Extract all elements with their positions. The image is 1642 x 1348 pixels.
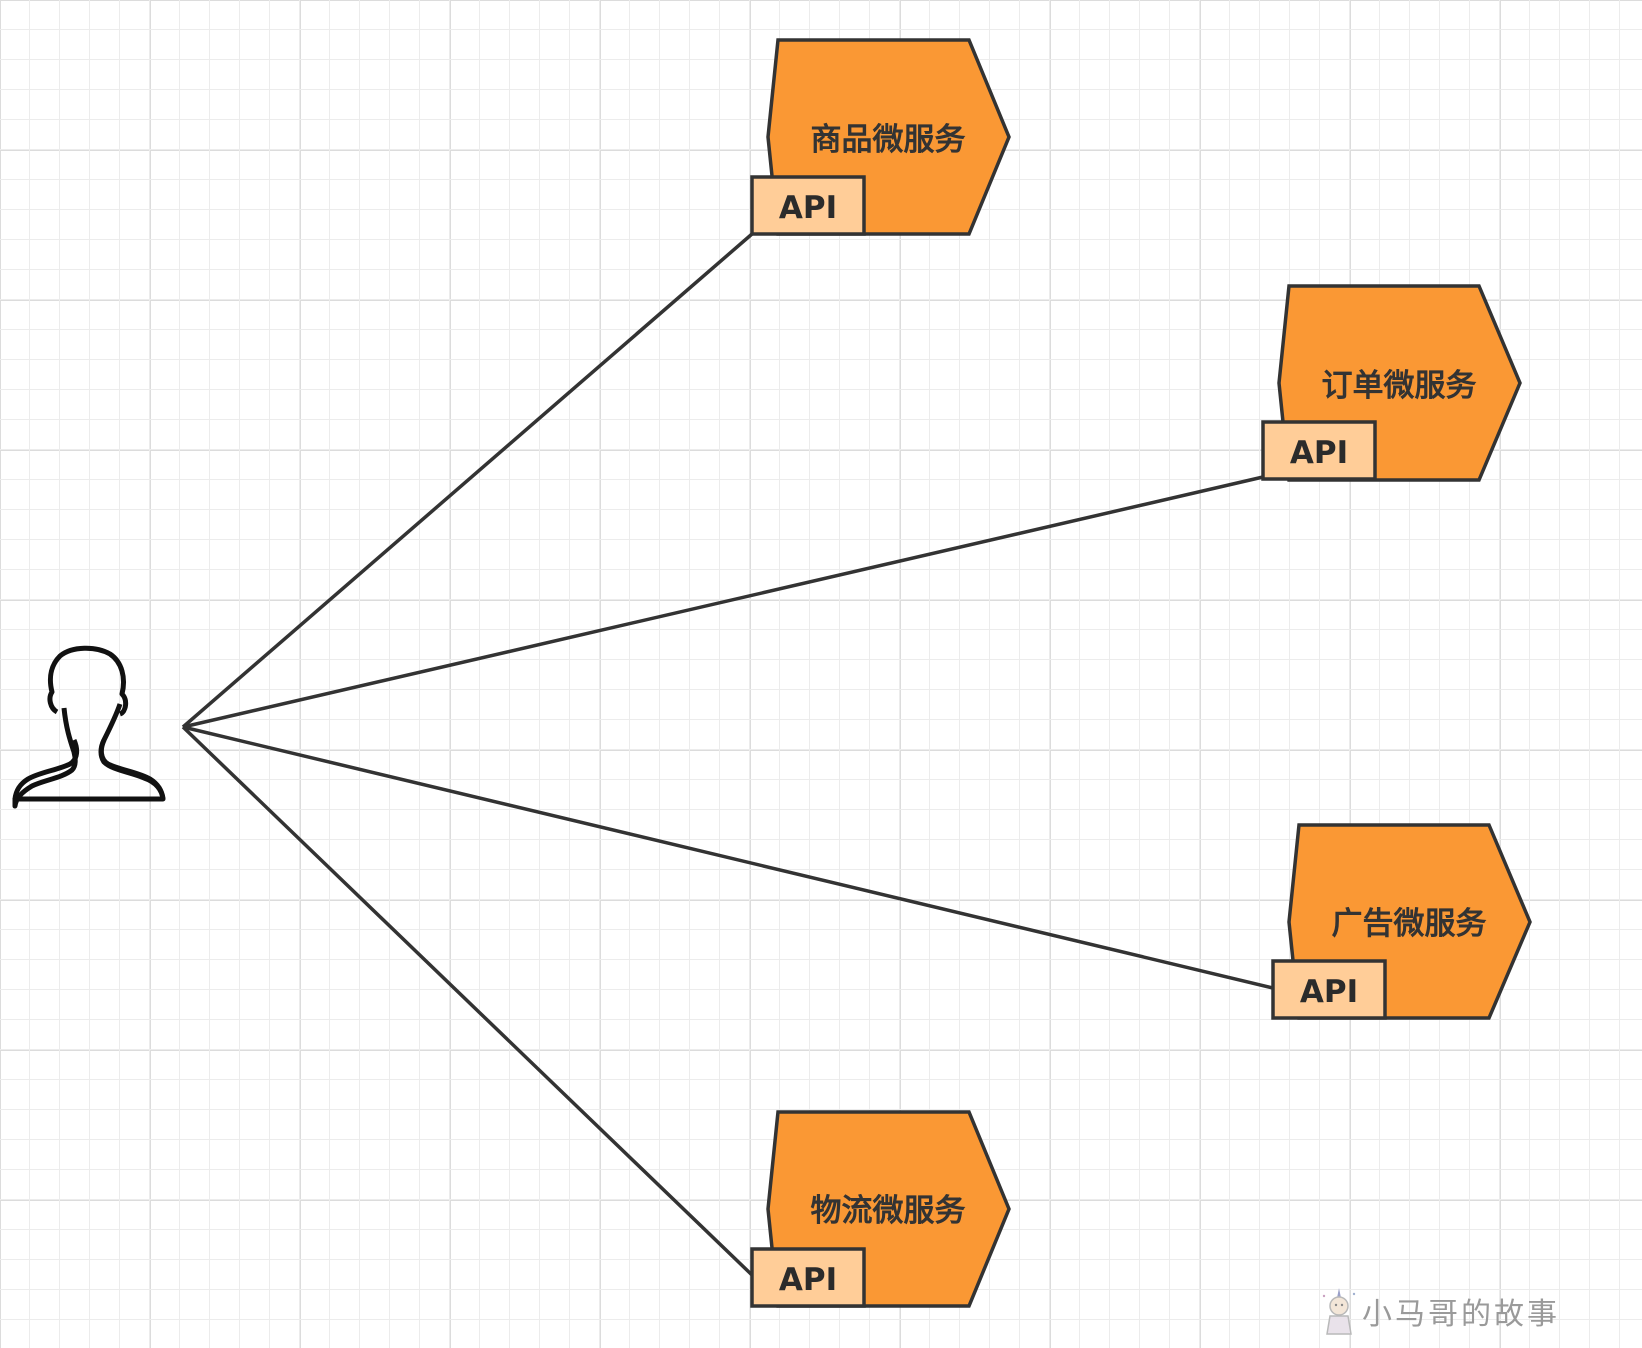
connector-product [181, 232, 754, 729]
mascot-icon [1322, 1288, 1356, 1335]
api-box[interactable] [1271, 959, 1387, 1020]
api-label: API [1300, 974, 1358, 1010]
service-label: 商品微服务 [811, 122, 966, 158]
service-label: 广告微服务 [1332, 906, 1487, 942]
service-ads[interactable]: 广告微服务 API [1271, 823, 1532, 1020]
watermark: 小马哥的故事 [1318, 1283, 1618, 1339]
api-label: API [1290, 435, 1348, 471]
watermark-text: 小马哥的故事 [1362, 1297, 1560, 1332]
connector-order [182, 475, 1264, 729]
connector-ads [182, 725, 1274, 990]
service-product[interactable]: 商品微服务 API [750, 38, 1011, 236]
service-logistics[interactable]: 物流微服务 API [750, 1110, 1011, 1308]
api-box[interactable] [750, 175, 866, 236]
api-label: API [779, 1262, 837, 1298]
connector-logistics [181, 725, 754, 1277]
connectors [181, 232, 1274, 1277]
service-order[interactable]: 订单微服务 API [1261, 284, 1522, 482]
api-box[interactable] [750, 1247, 866, 1308]
service-label: 物流微服务 [811, 1193, 966, 1229]
service-label: 订单微服务 [1322, 368, 1477, 404]
api-label: API [779, 190, 837, 226]
user-icon [12, 645, 166, 809]
api-box[interactable] [1261, 420, 1377, 481]
